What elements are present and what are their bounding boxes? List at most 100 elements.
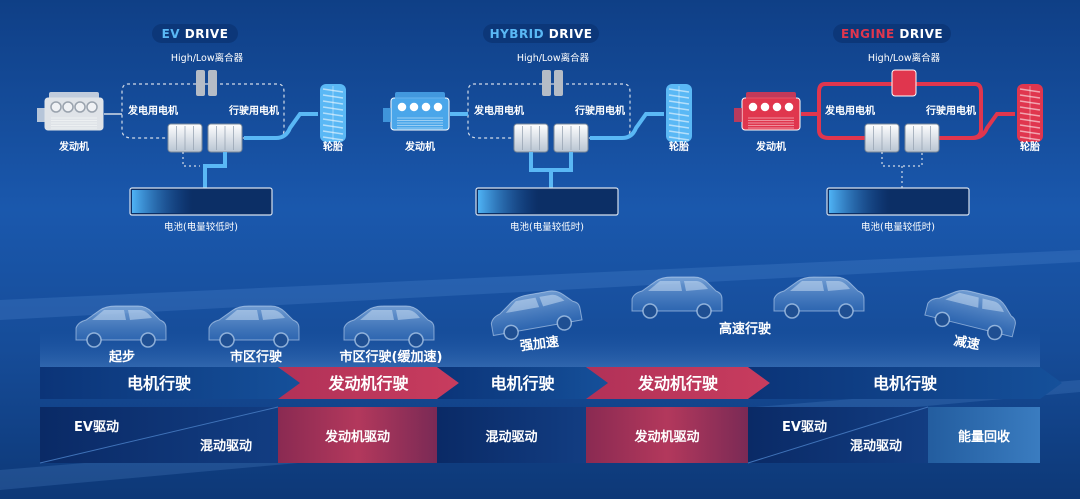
- clutch-label: High/Low离合器: [171, 52, 244, 64]
- power-path: [817, 82, 905, 140]
- scene-label: 市区行驶(缓加速): [340, 349, 443, 365]
- phase-label: 发动机行驶: [327, 374, 408, 393]
- drive-cell-label-bottom: 混动驱动: [200, 439, 252, 454]
- generator-label: 发电用电机: [824, 104, 875, 117]
- engine-label: 发动机: [404, 140, 435, 153]
- mode-title-highlight: EV: [162, 27, 181, 41]
- engine-icon: [734, 92, 801, 131]
- suv-car-icon: [208, 305, 300, 348]
- tire-label: 轮胎: [323, 140, 343, 153]
- battery-icon: [129, 187, 273, 216]
- scene-label: 强加速: [519, 334, 560, 355]
- drive-cell-label: 混动驱动: [485, 430, 537, 445]
- generator-label: 发电用电机: [473, 104, 524, 117]
- mode-title-rest: DRIVE: [544, 27, 592, 41]
- cell-divider: [39, 406, 279, 464]
- mode-title-highlight: HYBRID: [490, 27, 545, 41]
- generator-label: 发电用电机: [127, 104, 178, 117]
- battery-path: [203, 152, 227, 188]
- idle-path: [467, 83, 554, 139]
- mode-title-highlight: ENGINE: [841, 27, 895, 41]
- phase-label: 发动机行驶: [637, 374, 718, 393]
- clutch-icon: [196, 70, 217, 96]
- idle-path: [554, 83, 631, 139]
- drive-cell: [586, 407, 748, 463]
- phase-arrow: [748, 367, 1062, 399]
- clutch-label: High/Low离合器: [868, 52, 941, 64]
- suv-car-icon: [631, 276, 723, 319]
- drive-cell-label-bottom: 混动驱动: [850, 439, 902, 454]
- drive-cell: [437, 407, 586, 463]
- tire-label: 轮胎: [1020, 140, 1040, 153]
- mode-title: HYBRID DRIVE: [483, 24, 599, 43]
- scene-label: 高速行驶: [719, 321, 771, 337]
- battery-label: 电池(电量较低时): [510, 221, 584, 233]
- phase-arrow: [40, 367, 300, 399]
- idle-path: [208, 83, 285, 139]
- phase-label: 电机行驶: [127, 374, 191, 393]
- tire-icon: [320, 84, 346, 142]
- drive-motor-icon: [904, 123, 940, 153]
- mode-title: ENGINE DRIVE: [833, 24, 951, 43]
- drive-motor-label: 行驶用电机: [574, 104, 625, 117]
- drive-cell-label-top: EV驱动: [74, 420, 119, 435]
- generator-motor-icon: [864, 123, 900, 153]
- engine-label: 发动机: [58, 140, 89, 153]
- drive-path: [590, 112, 664, 140]
- generator-motor-icon: [513, 123, 549, 153]
- mode-title-rest: DRIVE: [895, 27, 943, 41]
- drive-motor-icon: [553, 123, 589, 153]
- generator-motor-icon: [167, 123, 203, 153]
- drive-motor-label: 行驶用电机: [228, 104, 279, 117]
- suv-car-icon: [75, 305, 167, 348]
- clutch-icon: [542, 70, 563, 96]
- svg-text:EV DRIVE: EV DRIVE: [162, 27, 229, 41]
- drive-cell: [928, 407, 1040, 463]
- drive-cell-label: 发动机驱动: [633, 429, 699, 445]
- battery-label: 电池(电量较低时): [164, 221, 238, 233]
- idle-path: [182, 152, 200, 167]
- mode-title-rest: DRIVE: [180, 27, 228, 41]
- mode-diagram-hybrid: HYBRID DRIVEHigh/Low离合器发动机发电用电机行驶用电机轮胎电池…: [383, 24, 692, 233]
- scene-label: 起步: [108, 349, 135, 365]
- phase-arrow: [437, 367, 608, 399]
- drive-motor-icon: [207, 123, 243, 153]
- svg-text:HYBRID DRIVE: HYBRID DRIVE: [490, 27, 593, 41]
- phase-label: 电机行驶: [490, 374, 554, 393]
- engine-icon: [37, 92, 104, 131]
- engine-label: 发动机: [755, 140, 786, 153]
- scene-label: 市区行驶: [230, 349, 282, 365]
- phase-arrow: [278, 367, 459, 399]
- idle-path: [881, 152, 923, 188]
- suv-car-icon: [773, 276, 865, 319]
- battery-label: 电池(电量较低时): [861, 221, 935, 233]
- battery-icon: [475, 187, 619, 216]
- svg-text:ENGINE DRIVE: ENGINE DRIVE: [841, 27, 943, 41]
- suv-car-icon: [343, 305, 435, 348]
- tire-label: 轮胎: [669, 140, 689, 153]
- battery-path: [529, 152, 573, 188]
- phase-label: 电机行驶: [873, 374, 937, 393]
- drive-path: [244, 112, 318, 140]
- drive-motor-label: 行驶用电机: [925, 104, 976, 117]
- drive-cell-label: 能量回收: [958, 429, 1011, 445]
- engine-icon: [383, 92, 450, 131]
- battery-icon: [826, 187, 970, 216]
- drive-path: [941, 112, 1015, 140]
- road-track: [40, 330, 1040, 370]
- drive-cell-label: 发动机驱动: [324, 429, 390, 445]
- tire-icon: [666, 84, 692, 142]
- clutch-icon: [891, 69, 917, 97]
- drive-cell: [278, 407, 437, 463]
- suv-car-icon: [490, 290, 583, 341]
- scene-label: 减速: [952, 333, 980, 353]
- mode-title: EV DRIVE: [152, 24, 238, 43]
- cell-divider: [747, 406, 929, 464]
- idle-path: [121, 83, 208, 139]
- drive-cell-label-top: EV驱动: [782, 420, 827, 435]
- suv-car-icon: [924, 290, 1016, 341]
